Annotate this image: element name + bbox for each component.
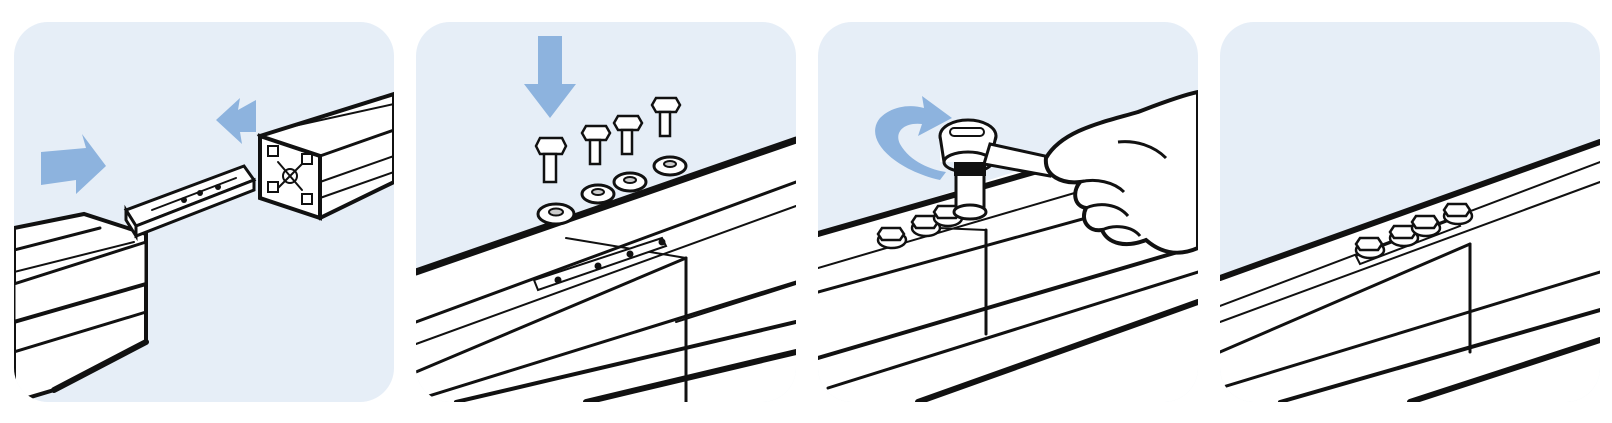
down-arrow-icon (524, 36, 576, 118)
step-2-illustration (416, 22, 796, 402)
step-1-panel (14, 22, 394, 402)
hex-bolt-icon (1354, 202, 1474, 260)
step-2-panel (416, 22, 796, 402)
step-4-illustration (1220, 22, 1600, 402)
step-3-panel (818, 22, 1198, 402)
step-3-illustration (818, 22, 1198, 402)
step-1-illustration (14, 22, 394, 402)
hex-bolt-icon (534, 96, 682, 184)
left-profile (14, 211, 149, 402)
profile-beam (416, 136, 796, 402)
right-profile (256, 91, 394, 221)
rotate-arrow-icon (875, 96, 952, 180)
push-arrow-icon (216, 98, 256, 144)
washer-icon (536, 155, 688, 226)
connector-plate (123, 164, 257, 242)
step-4-panel (1220, 22, 1600, 402)
push-arrow-icon (41, 134, 106, 194)
wrench-icon (938, 118, 1056, 221)
hand-icon (1043, 89, 1198, 255)
